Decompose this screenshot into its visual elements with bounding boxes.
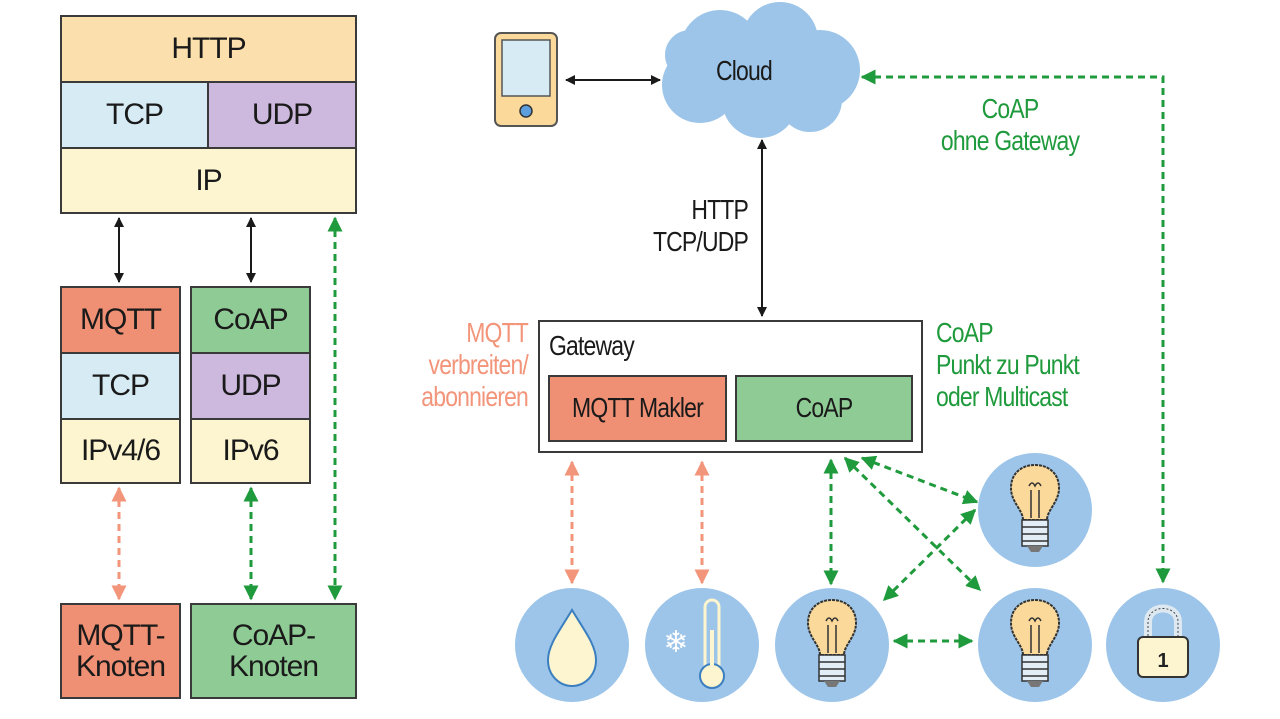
coap-stack-ip: IPv6 [190,418,311,484]
coap-label-line3: oder Multicast [936,381,1068,413]
ip-label: IP [195,163,222,197]
coap-label: CoAP Punkt zu Punkt oder Multicast [936,317,1080,414]
humidity-sensor [515,588,629,702]
coap-direct-line1: CoAP [981,93,1040,124]
mqtt-stack-mqtt-label: MQTT [80,303,162,337]
link-coap-bulb2 [860,455,979,505]
cloud-link-line1: HTTP [691,194,748,225]
smart-lock: 1 [1106,588,1220,702]
gateway-coap-box [735,375,913,442]
mqtt-label: MQTT verbreiten/ abonnieren [395,317,529,414]
snowflake-icon: ❄ [663,626,688,659]
padlock-icon: 1 [1137,604,1189,678]
temperature-sensor: ❄ [645,588,759,702]
light-bulb-1 [775,588,889,702]
link-bulb2-bulb1 [882,508,977,602]
coap-direct-line2: ohne Gateway [940,125,1080,157]
mqtt-stack-tcp-label: TCP [92,369,150,403]
coap-stack-udp-label: UDP [220,369,281,403]
http-layer: HTTP [60,15,357,83]
water-drop-icon [546,608,598,688]
coap-stack-udp: UDP [190,352,311,420]
mqtt-label-line2: verbreiten/ [428,349,529,381]
mqtt-stack-tcp: TCP [60,352,181,420]
coap-node-line1: CoAP- [231,618,316,652]
lock-digit: 1 [1157,650,1168,672]
coap-stack-ip-label: IPv6 [222,434,279,468]
mqtt-node-line1: MQTT- [76,618,165,652]
light-bulb-2 [978,453,1092,567]
light-bulb-3 [978,588,1092,702]
coap-label-line1: CoAP [936,317,994,348]
cloud-shape [662,2,860,138]
gateway-title: Gateway [549,330,635,361]
coap-node: CoAP- Knoten [190,603,357,699]
cloud-link-label: HTTP TCP/UDP [643,194,749,258]
light-bulb-icon [1009,463,1061,552]
mqtt-stack-mqtt: MQTT [60,286,181,354]
coap-stack-coap: CoAP [190,286,311,354]
mqtt-broker-box [548,375,727,442]
tcp-label: TCP [106,98,164,132]
mqtt-node-line2: Knoten [75,650,166,683]
http-label: HTTP [171,32,246,66]
mqtt-broker-label: MQTT Makler [572,392,704,423]
coap-node-line2: Knoten [228,650,319,683]
mqtt-stack-ip-label: IPv4/6 [80,434,161,468]
link-cloud-lock [860,69,1171,584]
mqtt-label-line1: MQTT [466,317,529,348]
thermometer-icon [699,598,725,689]
coap-label-line2: Punkt zu Punkt [936,349,1080,381]
coap-direct-label: CoAP ohne Gateway [928,93,1092,157]
udp-label: UDP [251,98,313,132]
light-bulb-icon [1009,598,1061,687]
ip-layer: IP [60,147,357,214]
gateway-coap-label: CoAP [795,392,854,423]
coap-stack-coap-label: CoAP [213,303,288,337]
udp-layer: UDP [207,81,357,149]
mqtt-label-line3: abonnieren [421,381,529,413]
cloud-label: Cloud [716,55,773,86]
light-bulb-icon [806,598,858,687]
cloud-link-line2: TCP/UDP [652,226,749,258]
smartphone-icon [494,32,558,127]
mqtt-node: MQTT- Knoten [60,603,181,699]
mqtt-stack-ip: IPv4/6 [60,418,181,484]
